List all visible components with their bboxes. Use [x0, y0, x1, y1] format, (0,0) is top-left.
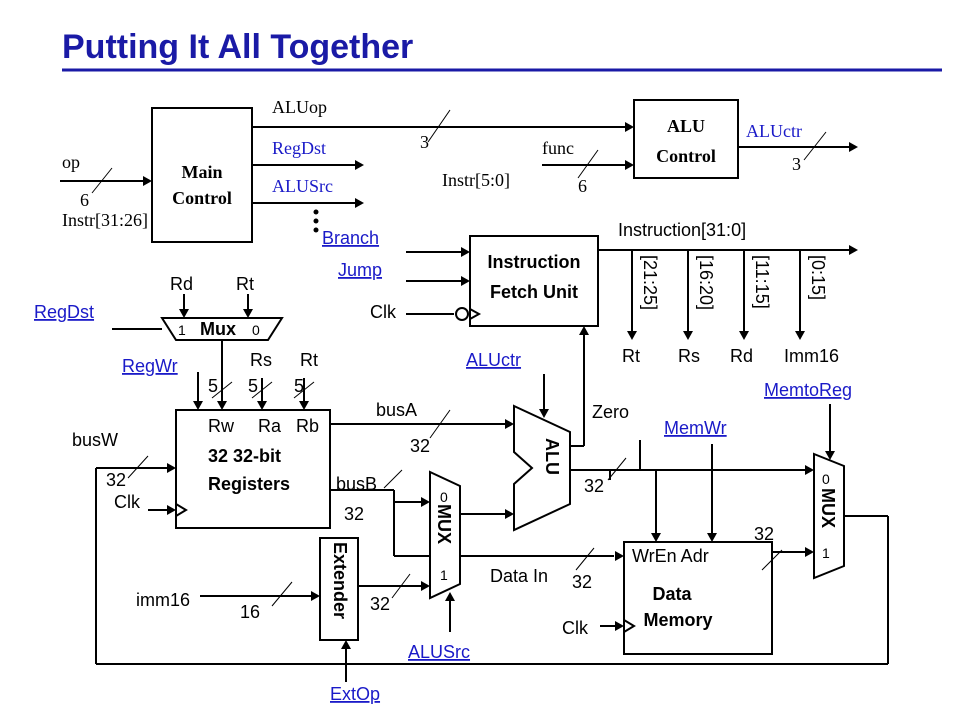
data-memory-label-1: Data — [652, 584, 692, 604]
aluop-width: 3 — [420, 132, 429, 152]
ifu-clk-label: Clk — [370, 302, 397, 322]
main-control-label-2: Control — [172, 188, 232, 208]
op-label: op — [62, 152, 80, 172]
aluctr-width: 3 — [792, 154, 801, 174]
field-11-15: [11:15] — [752, 255, 772, 309]
instr-31-26-label: Instr[31:26] — [62, 210, 148, 230]
busw-label: busW — [72, 430, 118, 450]
out-rt: Rt — [622, 346, 640, 366]
memtoreg-mux — [813, 452, 845, 580]
zero-label: Zero — [592, 402, 629, 422]
alusrc-mux-in0: 0 — [440, 489, 448, 505]
field-16-20: [16:20] — [696, 255, 716, 310]
memtoreg-mux-in1: 1 — [822, 545, 830, 561]
page-title: Putting It All Together — [62, 28, 413, 66]
memwr-label: MemWr — [664, 418, 727, 438]
alu-control-label: ALUctr — [466, 350, 521, 370]
rb-port: Rb — [296, 416, 319, 436]
regfile-label-2: Registers — [208, 474, 290, 494]
regdst-mux-in1: 1 — [178, 322, 186, 338]
main-control-block — [151, 107, 253, 243]
regdst-ctl-label: RegDst — [272, 138, 326, 158]
memtoreg-mux-label: MUX — [818, 488, 838, 528]
alu-label: ALU — [542, 438, 562, 475]
field-0-15: [0:15] — [808, 255, 828, 300]
branch-label: Branch — [322, 228, 379, 248]
data-in-width: 32 — [572, 572, 592, 592]
extop-label: ExtOp — [330, 684, 380, 704]
alu-control-label-2: Control — [656, 146, 716, 166]
aluop-label: ALUop — [272, 97, 327, 117]
imm16-label: imm16 — [136, 590, 190, 610]
memtoreg-control-label: MemtoReg — [764, 380, 852, 400]
out-rs: Rs — [678, 346, 700, 366]
ra-width: 5 — [248, 376, 258, 396]
busw-width: 32 — [106, 470, 126, 490]
memtoreg-mux-in0: 0 — [822, 471, 830, 487]
busb-width: 32 — [344, 504, 364, 524]
alusrc-mux-in1: 1 — [440, 567, 448, 583]
regwr-label: RegWr — [122, 356, 178, 376]
op-width: 6 — [80, 190, 89, 210]
regdst-mux-rt: Rt — [236, 274, 254, 294]
rb-width: 5 — [294, 376, 304, 396]
alu-control-block — [633, 99, 739, 179]
mem-out-width: 32 — [754, 524, 774, 544]
busa-label: busA — [376, 400, 417, 420]
alu-control-label-1: ALU — [667, 116, 705, 136]
ifu-label-1: Instruction — [488, 252, 581, 272]
regdst-control-label: RegDst — [34, 302, 94, 322]
regdst-mux-rd: Rd — [170, 274, 193, 294]
alusrc-control-label: ALUSrc — [408, 642, 470, 662]
out-imm16: Imm16 — [784, 346, 839, 366]
ifu-label-2: Fetch Unit — [490, 282, 578, 302]
extender-block — [319, 537, 359, 641]
regfile-label-1: 32 32-bit — [208, 446, 281, 466]
regdst-mux-label: Mux — [200, 319, 236, 339]
instruction-label: Instruction[31:0] — [618, 220, 746, 240]
alusrc-mux-label: MUX — [434, 504, 454, 544]
extender-label: Extender — [330, 542, 350, 619]
alu-block — [513, 404, 571, 532]
alusrc-ctl-label: ALUSrc — [272, 176, 333, 196]
func-label: func — [542, 138, 574, 158]
data-in-label: Data In — [490, 566, 548, 586]
field-21-25: [21:25] — [640, 255, 660, 310]
main-control-label-1: Main — [181, 162, 222, 182]
regdst-mux-in0: 0 — [252, 322, 260, 338]
imm16-width: 16 — [240, 602, 260, 622]
func-width: 6 — [578, 176, 587, 196]
rw-width: 5 — [208, 376, 218, 396]
regfile-rt-in: Rt — [300, 350, 318, 370]
register-file — [175, 409, 331, 529]
alusrc-mux — [429, 470, 461, 600]
extender-out-width: 32 — [370, 594, 390, 614]
regdst-mux — [160, 317, 284, 341]
data-memory-block — [623, 541, 773, 655]
rw-port: Rw — [208, 416, 235, 436]
data-memory-clk-label: Clk — [562, 618, 589, 638]
busa-width: 32 — [410, 436, 430, 456]
instr-5-0-label: Instr[5:0] — [442, 170, 510, 190]
out-rd: Rd — [730, 346, 753, 366]
instruction-fetch-unit — [469, 235, 599, 327]
data-memory-label-2: Memory — [643, 610, 712, 630]
alu-result-width: 32 — [584, 476, 604, 496]
ra-port: Ra — [258, 416, 282, 436]
wren-adr-label: WrEn Adr — [632, 546, 709, 566]
regfile-clk-label: Clk — [114, 492, 141, 512]
regfile-rs-in: Rs — [250, 350, 272, 370]
busb-label: busB — [336, 474, 377, 494]
jump-label: Jump — [338, 260, 382, 280]
aluctr-out-label: ALUctr — [746, 121, 802, 141]
